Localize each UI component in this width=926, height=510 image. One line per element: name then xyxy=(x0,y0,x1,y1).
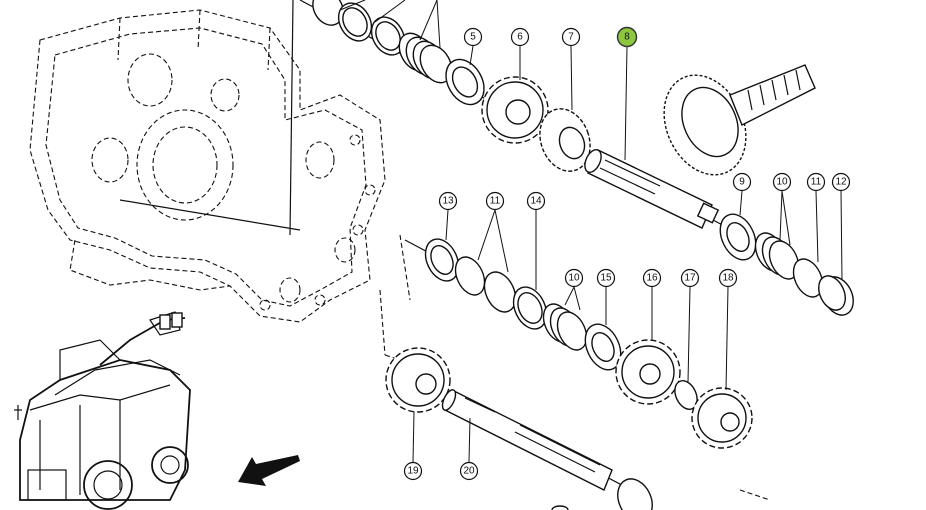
callout-19[interactable]: 19 xyxy=(403,461,423,481)
callout-10[interactable]: 10 xyxy=(772,172,792,192)
lower-shaft-assembly xyxy=(385,347,771,510)
spring xyxy=(754,232,800,280)
end-cap xyxy=(818,275,854,316)
ring-gear-pinion xyxy=(663,64,816,176)
callout-5[interactable]: 5 xyxy=(463,27,483,47)
callout-9[interactable]: 9 xyxy=(732,172,752,192)
svg-text:7: 7 xyxy=(568,32,574,43)
svg-text:15: 15 xyxy=(600,273,612,284)
bearing xyxy=(719,213,757,261)
callouts: 5 6 7 8 9 10 11 12 13 11 14 10 15 16 17 … xyxy=(403,26,851,481)
gearbox-housing xyxy=(29,0,386,323)
snap-ring xyxy=(674,380,698,410)
svg-text:19: 19 xyxy=(407,466,419,477)
spring xyxy=(542,303,588,351)
callout-17[interactable]: 17 xyxy=(680,268,700,288)
leader-lines xyxy=(339,0,843,463)
callout-16[interactable]: 16 xyxy=(642,268,662,288)
shaft-highlighted-part xyxy=(584,149,720,229)
snap-ring xyxy=(792,258,824,298)
svg-text:11: 11 xyxy=(490,196,501,207)
svg-text:18: 18 xyxy=(722,273,734,284)
svg-text:8: 8 xyxy=(624,32,630,43)
spur-gear xyxy=(481,76,549,144)
callout-8-highlighted[interactable]: 8 xyxy=(616,26,638,48)
callout-12[interactable]: 12 xyxy=(831,172,851,192)
bearing xyxy=(445,58,485,106)
svg-text:5: 5 xyxy=(470,32,476,43)
svg-text:10: 10 xyxy=(568,273,580,284)
svg-text:10: 10 xyxy=(776,177,788,188)
svg-text:13: 13 xyxy=(442,196,454,207)
svg-text:9: 9 xyxy=(739,177,745,188)
spur-gear xyxy=(385,347,451,413)
upper-shaft-assembly xyxy=(299,0,854,316)
callout-10-middle[interactable]: 10 xyxy=(564,268,584,288)
callout-11[interactable]: 11 xyxy=(806,172,826,192)
callout-15[interactable]: 15 xyxy=(596,268,616,288)
callout-13[interactable]: 13 xyxy=(438,191,458,211)
svg-text:14: 14 xyxy=(530,196,542,207)
spur-gear xyxy=(615,339,681,405)
machine-locator-drawing xyxy=(14,311,191,510)
middle-shaft-assembly xyxy=(379,234,753,449)
spur-gear xyxy=(691,387,753,449)
callout-20[interactable]: 20 xyxy=(459,461,479,481)
svg-text:17: 17 xyxy=(684,273,696,284)
callout-7[interactable]: 7 xyxy=(561,27,581,47)
svg-text:6: 6 xyxy=(517,32,523,43)
callout-14[interactable]: 14 xyxy=(526,191,546,211)
callout-18[interactable]: 18 xyxy=(718,268,738,288)
svg-text:16: 16 xyxy=(646,273,658,284)
arrow-down-left-icon xyxy=(238,455,300,486)
bearing xyxy=(584,323,622,371)
svg-text:12: 12 xyxy=(835,177,847,188)
bevel-gear xyxy=(539,108,591,172)
svg-text:20: 20 xyxy=(463,466,475,477)
spring xyxy=(398,32,453,84)
callout-6[interactable]: 6 xyxy=(510,27,530,47)
svg-text:11: 11 xyxy=(811,177,822,188)
seal-ring xyxy=(424,238,460,282)
callout-11-middle[interactable]: 11 xyxy=(485,191,505,211)
splined-shaft xyxy=(441,389,613,491)
